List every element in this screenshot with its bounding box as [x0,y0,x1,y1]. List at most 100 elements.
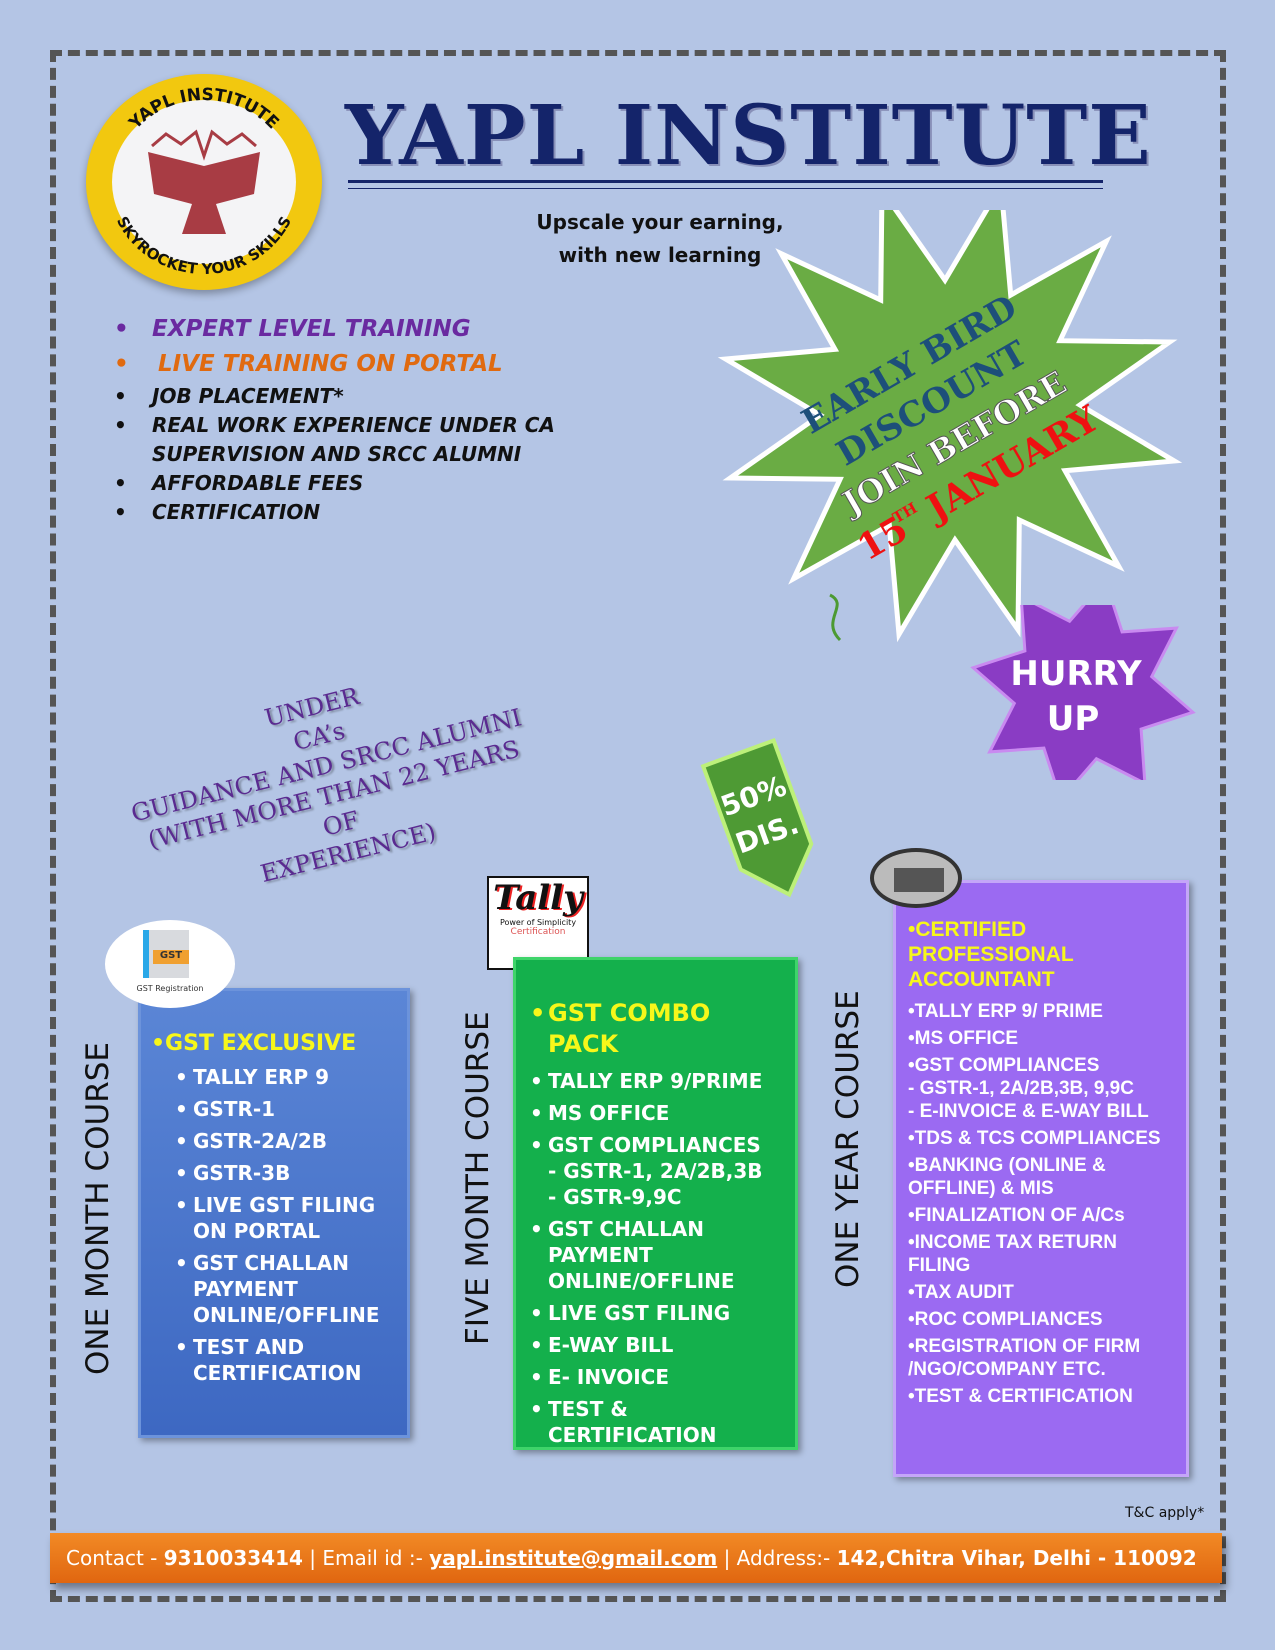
course-item-text: •FINALIZATION OF A/Cs [908,1205,1125,1226]
logo-top-text: YAPL INSTITUTE [125,85,283,134]
course-card-gst-combo: •GST COMBO PACK •TALLY ERP 9/PRIME •MS OF… [513,957,798,1450]
course-item: •FINALIZATION OF A/Cs [908,1204,1182,1227]
hurry-text: HURRY [1010,654,1142,694]
course-item-text: •TALLY ERP 9/ PRIME [908,1001,1103,1022]
feature-item: CERTIFICATION [110,498,580,527]
gst-badge-caption: GST Registration [136,984,204,993]
course-item-text: •TDS & TCS COMPLIANCES [908,1128,1161,1149]
page-title: YAPL INSTITUTE [345,88,1152,184]
institute-logo: YAPL INSTITUTE SKYROCKET YOUR SKILLS [86,74,322,290]
course-item-text: GST CHALLAN PAYMENT ONLINE/OFFLINE [548,1217,735,1293]
course-item: •GST CHALLAN PAYMENT ONLINE/OFFLINE [175,1251,380,1327]
course-item: •E-WAY BILL [530,1333,674,1357]
feature-item: JOB PLACEMENT* [110,382,580,411]
course-item: •TAX AUDIT [908,1281,1182,1304]
tally-cert: Certification [510,927,566,937]
gst-icon-label: GST [153,950,189,964]
course-item-text: TEST & CERTIFICATION [548,1397,717,1447]
course-item-text: •TAX AUDIT [908,1282,1014,1303]
course-title-text: GST COMBO PACK [548,999,711,1058]
course-item-text: •MS OFFICE [908,1028,1019,1049]
course-item-text: GSTR-1 [193,1097,276,1121]
title-underline-thin [348,188,1103,189]
early-bird-starburst: EARLY BIRD DISCOUNT JOIN BEFORE 15 TH JA… [717,210,1183,643]
course-item: •GSTR-2A/2B [175,1129,328,1153]
course-item: •GST CHALLAN PAYMENT ONLINE/OFFLINE [530,1217,735,1293]
contact-footer: Contact - 9310033414 | Email id :- yapl.… [50,1533,1222,1583]
contact-label: Contact - [66,1546,164,1570]
address-label: | Address:- [723,1546,837,1570]
feature-item: LIVE TRAINING ON PORTAL [110,347,580,382]
course-item: •MS OFFICE [530,1101,670,1125]
duration-one-month: ONE MONTH COURSE [80,1041,116,1375]
hurry-up-star: HURRY UP [970,605,1196,780]
feature-item: EXPERT LEVEL TRAINING [110,312,580,347]
course-item: •ROC COMPLIANCES [908,1308,1182,1331]
course-card-gst-exclusive: •GST EXCLUSIVE •TALLY ERP 9 •GSTR-1 •GSTR-… [138,988,410,1438]
duration-five-month: FIVE MONTH COURSE [460,1011,496,1345]
page-border [50,50,1226,1602]
building-icon [870,848,962,908]
course-item-text: •REGISTRATION OF FIRM /NGO/COMPANY ETC. [908,1336,1141,1380]
course-item: •BANKING (ONLINE & OFFLINE) & MIS [908,1154,1182,1200]
course-item-text: LIVE GST FILING [548,1301,731,1325]
email-label: | Email id :- [309,1546,430,1570]
course-item-text: LIVE GST FILING ON PORTAL [193,1193,376,1243]
course-item-text: •ROC COMPLIANCES [908,1309,1103,1330]
course-item: •INCOME TAX RETURN FILING [908,1231,1182,1277]
title-underline [348,180,1103,183]
address: 142,Chitra Vihar, Delhi - 110092 [836,1546,1197,1570]
course-item: •GSTR-1 [175,1097,276,1121]
course-item-text: GSTR-3B [193,1161,291,1185]
course-item-text: TEST AND CERTIFICATION [193,1335,362,1385]
course-item: •TEST & CERTIFICATION [530,1397,717,1447]
course-item-text: •INCOME TAX RETURN FILING [908,1232,1117,1276]
feature-item: AFFORDABLE FEES [110,469,580,498]
email-link[interactable]: yapl.institute@gmail.com [429,1546,718,1570]
course-item: •TEST AND CERTIFICATION [175,1335,362,1385]
phone-number[interactable]: 9310033414 [163,1546,303,1570]
course-item-text: •GST COMPLIANCES - GSTR-1, 2A/2B,3B, 9,9… [908,1055,1149,1122]
course-item: •TEST & CERTIFICATION [908,1385,1182,1408]
course-item: •TALLY ERP 9 [175,1065,329,1089]
course-item-text: •BANKING (ONLINE & OFFLINE) & MIS [908,1155,1106,1199]
terms-note: T&C apply* [1125,1505,1205,1521]
svg-text:YAPL INSTITUTE: YAPL INSTITUTE [125,85,283,134]
gst-badge: GST GST Registration [105,920,235,1008]
tally-tagline: Power of Simplicity [499,918,577,927]
course-title: •GST COMBO PACK [530,999,711,1058]
course-item-text: TALLY ERP 9 [193,1065,329,1089]
course-item: •LIVE GST FILING [530,1301,731,1325]
course-item: •REGISTRATION OF FIRM /NGO/COMPANY ETC. [908,1335,1182,1381]
duration-one-year: ONE YEAR COURSE [830,990,866,1288]
book-hands-icon [148,129,260,234]
up-text: UP [1047,699,1100,739]
tagline: Upscale your earning, with new learning [500,206,820,272]
course-item: •TALLY ERP 9/PRIME [530,1069,763,1093]
course-item: •TALLY ERP 9/ PRIME [908,1000,1182,1023]
course-item-text: E- INVOICE [548,1365,670,1389]
course-item-text: •TEST & CERTIFICATION [908,1386,1133,1407]
course-item: •MS OFFICE [908,1027,1182,1050]
course-item-text: TALLY ERP 9/PRIME [548,1069,763,1093]
course-item: •E- INVOICE [530,1365,670,1389]
course-item-text: GST COMPLIANCES - GSTR-1, 2A/2B,3B - GST… [548,1133,763,1209]
feature-list: EXPERT LEVEL TRAININGLIVE TRAINING ON PO… [110,312,580,527]
course-item: •LIVE GST FILING ON PORTAL [175,1193,376,1243]
discount-tag: 50% DIS. [700,737,814,898]
course-item: •GSTR-3B [175,1161,291,1185]
course-item: •GST COMPLIANCES - GSTR-1, 2A/2B,3B - GS… [530,1133,763,1209]
course-item-text: E-WAY BILL [548,1333,674,1357]
course-title: •GST EXCLUSIVE [151,1031,357,1056]
tagline-line-1: Upscale your earning, [536,210,784,234]
course-item-text: GST CHALLAN PAYMENT ONLINE/OFFLINE [193,1251,380,1327]
feature-item: REAL WORK EXPERIENCE UNDER CA SUPERVISIO… [110,411,580,469]
course-card-cpa: •CERTIFIED PROFESSIONAL ACCOUNTANT •TALL… [893,880,1189,1477]
course-title: •CERTIFIED PROFESSIONAL ACCOUNTANT [908,918,1074,991]
course-item-text: GSTR-2A/2B [193,1129,328,1153]
course-item: •GST COMPLIANCES - GSTR-1, 2A/2B,3B, 9,9… [908,1054,1182,1123]
course-item-text: MS OFFICE [548,1101,670,1125]
tagline-line-2: with new learning [558,243,762,267]
tally-logo-text: Tally [493,878,583,918]
tally-badge: Tally Power of Simplicity Certification [487,876,589,970]
